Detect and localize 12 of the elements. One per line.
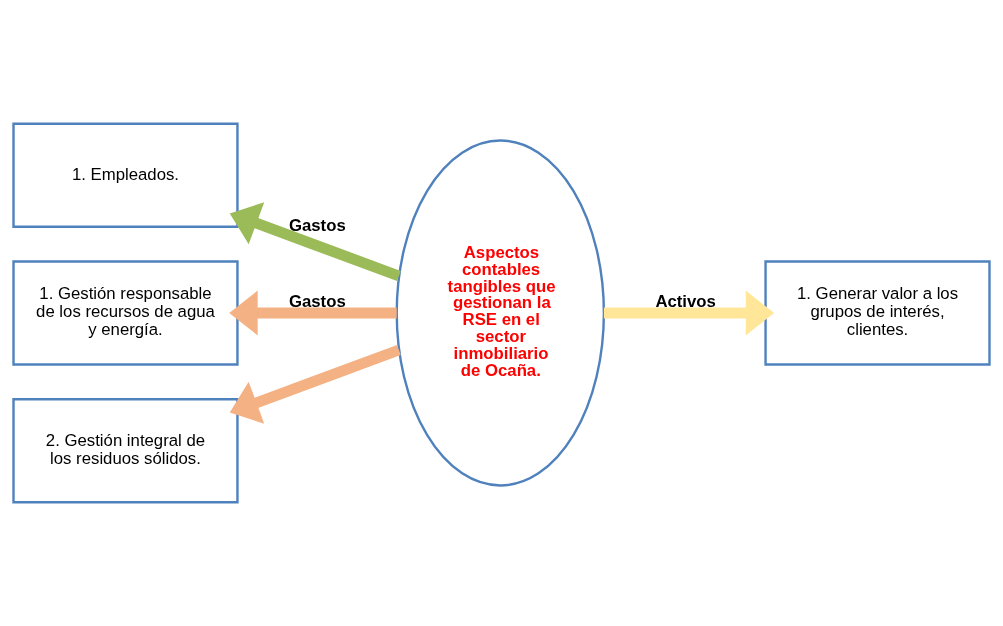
node-ellipse: Aspectos contables tangibles que gestionan la RSE en el sector inmobiliario de Ocaña.: [395, 139, 606, 487]
node-box: 2. Gestión integral de los residuos sólidos.: [12, 398, 239, 504]
arrow: [229, 290, 397, 336]
edge-label: Gastos: [288, 292, 346, 312]
arrow: [603, 290, 775, 336]
node-box: 1. Generar valor a los grupos de interés, clientes.: [764, 260, 991, 366]
node-box: 1. Gestión responsable de los recursos de agua y energía.: [12, 260, 239, 366]
node-box: 1. Empleados.: [12, 122, 239, 228]
edge-label: Gastos: [288, 215, 346, 235]
arrow: [229, 345, 401, 424]
arrow: [229, 202, 401, 281]
edge-label: Activos: [655, 292, 716, 312]
